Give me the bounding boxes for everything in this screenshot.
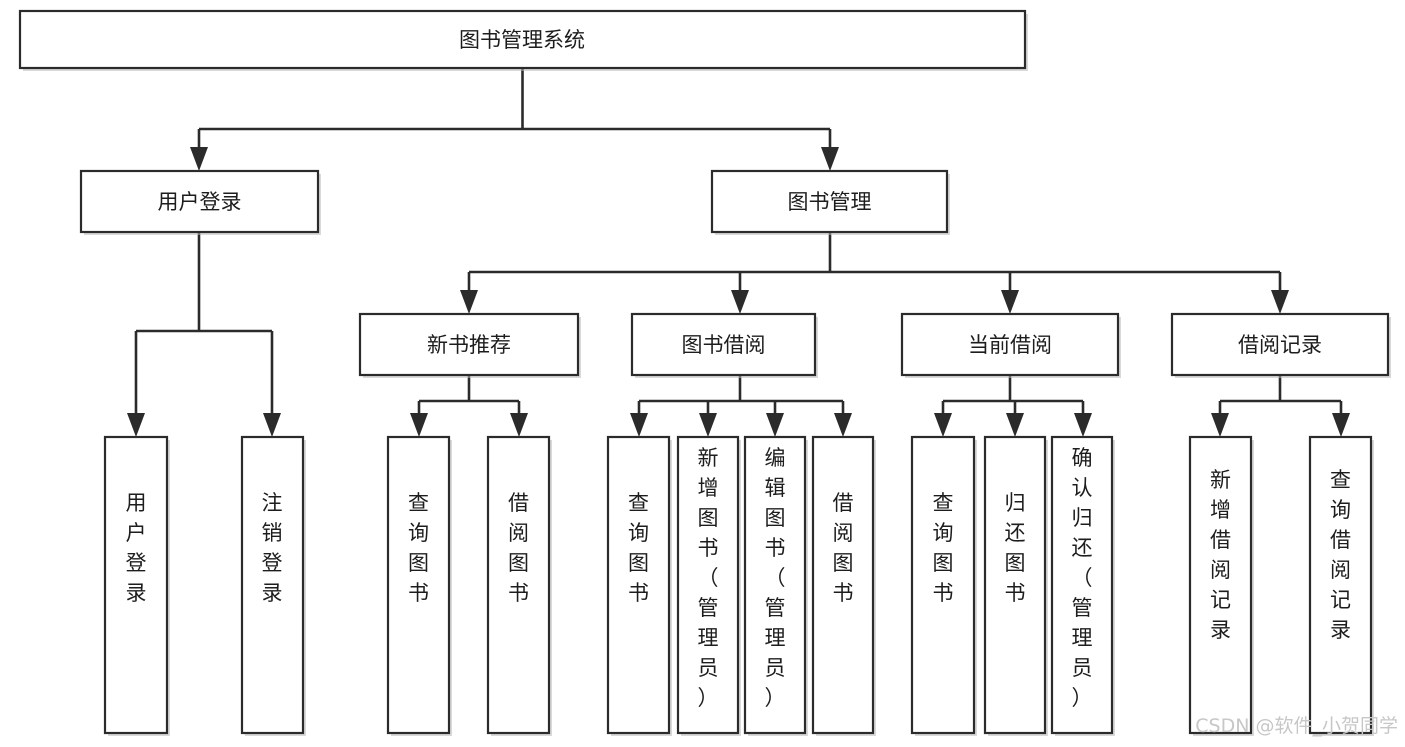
node-user-login-box[interactable] — [79, 169, 320, 234]
node-leaf-confirm-return-label: 确认归还（管理员） — [1072, 446, 1093, 710]
csdn-watermark: CSDN @软件_小贺同学 — [1195, 715, 1398, 737]
node-new-book-recommend-label: 新书推荐 — [427, 333, 511, 357]
node-leaf-user-login[interactable]: 用户登录 — [103, 435, 169, 735]
node-leaf-query-book-2-box[interactable] — [606, 435, 671, 735]
arrowhead-current-borrow — [1001, 290, 1019, 314]
node-book-manage-label: 图书管理 — [788, 190, 872, 214]
node-book-manage-box[interactable] — [710, 169, 949, 234]
arrowhead-new-book-recommend — [460, 290, 478, 314]
arrowhead-leaf-add-book — [699, 413, 717, 437]
node-leaf-query-record-label: 查询借阅记录 — [1330, 468, 1351, 642]
node-leaf-query-record-box[interactable] — [1308, 435, 1373, 735]
arrowhead-borrow-record — [1271, 290, 1289, 314]
node-leaf-confirm-return[interactable]: 确认归还（管理员） — [1050, 435, 1114, 735]
node-leaf-borrow-book-1-label: 借阅图书 — [508, 491, 529, 605]
node-borrow-record-label: 借阅记录 — [1238, 333, 1322, 357]
node-leaf-borrow-book-1[interactable]: 借阅图书 — [486, 435, 551, 735]
arrowhead-leaf-query-book-3 — [934, 413, 952, 437]
node-leaf-edit-book-box[interactable] — [743, 435, 807, 735]
arrowhead-leaf-borrow-book-2 — [834, 413, 852, 437]
node-leaf-return-book-box[interactable] — [983, 435, 1047, 735]
node-leaf-user-logout-label: 注销登录 — [262, 491, 283, 605]
node-leaf-query-book-1-box[interactable] — [386, 435, 451, 735]
node-leaf-user-login-label: 用户登录 — [126, 491, 147, 605]
arrowhead-leaf-edit-book — [766, 413, 784, 437]
node-leaf-edit-book[interactable]: 编辑图书（管理员） — [743, 435, 807, 735]
arrowhead-leaf-query-book-1 — [410, 413, 428, 437]
node-current-borrow[interactable]: 当前借阅 — [900, 312, 1120, 377]
node-leaf-borrow-book-2[interactable]: 借阅图书 — [811, 435, 875, 735]
node-book-borrow-label: 图书借阅 — [682, 333, 766, 357]
node-layer: 图书管理系统 用户登录 图书管理 新书推荐 图书借阅 — [18, 9, 1390, 735]
node-user-login-label: 用户登录 — [158, 190, 242, 214]
node-root-label: 图书管理系统 — [459, 28, 585, 52]
node-leaf-add-record[interactable]: 新增借阅记录 — [1188, 435, 1253, 735]
node-leaf-query-book-3-box[interactable] — [910, 435, 976, 735]
node-leaf-user-logout-box[interactable] — [240, 435, 305, 735]
arrowhead-book-borrow — [731, 290, 749, 314]
arrowhead-leaf-confirm-return — [1074, 413, 1092, 437]
node-leaf-borrow-book-2-label: 借阅图书 — [833, 491, 854, 605]
node-current-borrow-box[interactable] — [900, 312, 1120, 377]
node-leaf-borrow-book-2-box[interactable] — [811, 435, 875, 735]
node-leaf-borrow-book-1-box[interactable] — [486, 435, 551, 735]
node-book-borrow[interactable]: 图书借阅 — [630, 312, 817, 377]
node-leaf-add-record-label: 新增借阅记录 — [1210, 468, 1231, 642]
node-new-book-recommend-box[interactable] — [358, 312, 580, 377]
node-root[interactable]: 图书管理系统 — [18, 9, 1027, 70]
node-leaf-query-book-3-label: 查询图书 — [933, 491, 954, 605]
node-leaf-add-book-box[interactable] — [676, 435, 740, 735]
node-leaf-query-book-2[interactable]: 查询图书 — [606, 435, 671, 735]
arrowhead-leaf-borrow-book-1 — [510, 413, 528, 437]
node-leaf-user-logout[interactable]: 注销登录 — [240, 435, 305, 735]
node-book-manage[interactable]: 图书管理 — [710, 169, 949, 234]
node-leaf-add-book-label: 新增图书（管理员） — [698, 446, 719, 710]
node-leaf-user-login-box[interactable] — [103, 435, 169, 735]
arrowhead-user-login — [190, 147, 208, 171]
node-leaf-add-record-box[interactable] — [1188, 435, 1253, 735]
edge-layer — [127, 68, 1350, 437]
arrowhead-leaf-return-book — [1006, 413, 1024, 437]
node-borrow-record-box[interactable] — [1170, 312, 1390, 377]
node-leaf-return-book-label: 归还图书 — [1005, 491, 1026, 605]
node-leaf-query-book-1[interactable]: 查询图书 — [386, 435, 451, 735]
node-borrow-record[interactable]: 借阅记录 — [1170, 312, 1390, 377]
node-leaf-query-book-3[interactable]: 查询图书 — [910, 435, 976, 735]
node-leaf-query-record[interactable]: 查询借阅记录 — [1308, 435, 1373, 735]
arrowhead-book-manage — [821, 147, 839, 171]
node-leaf-add-book[interactable]: 新增图书（管理员） — [676, 435, 740, 735]
node-root-box[interactable] — [18, 9, 1027, 70]
node-user-login[interactable]: 用户登录 — [79, 169, 320, 234]
node-leaf-edit-book-label: 编辑图书（管理员） — [765, 446, 786, 710]
arrowhead-leaf-query-record — [1332, 413, 1350, 437]
arrowhead-leaf-query-book-2 — [630, 413, 648, 437]
node-leaf-confirm-return-box[interactable] — [1050, 435, 1114, 735]
node-leaf-query-book-1-label: 查询图书 — [408, 491, 429, 605]
node-current-borrow-label: 当前借阅 — [968, 333, 1052, 357]
node-new-book-recommend[interactable]: 新书推荐 — [358, 312, 580, 377]
arrowhead-leaf-add-record — [1211, 413, 1229, 437]
node-leaf-return-book[interactable]: 归还图书 — [983, 435, 1047, 735]
arrowhead-leaf-user-logout — [263, 413, 281, 437]
node-book-borrow-box[interactable] — [630, 312, 817, 377]
node-leaf-query-book-2-label: 查询图书 — [628, 491, 649, 605]
arrowhead-leaf-user-login — [127, 413, 145, 437]
